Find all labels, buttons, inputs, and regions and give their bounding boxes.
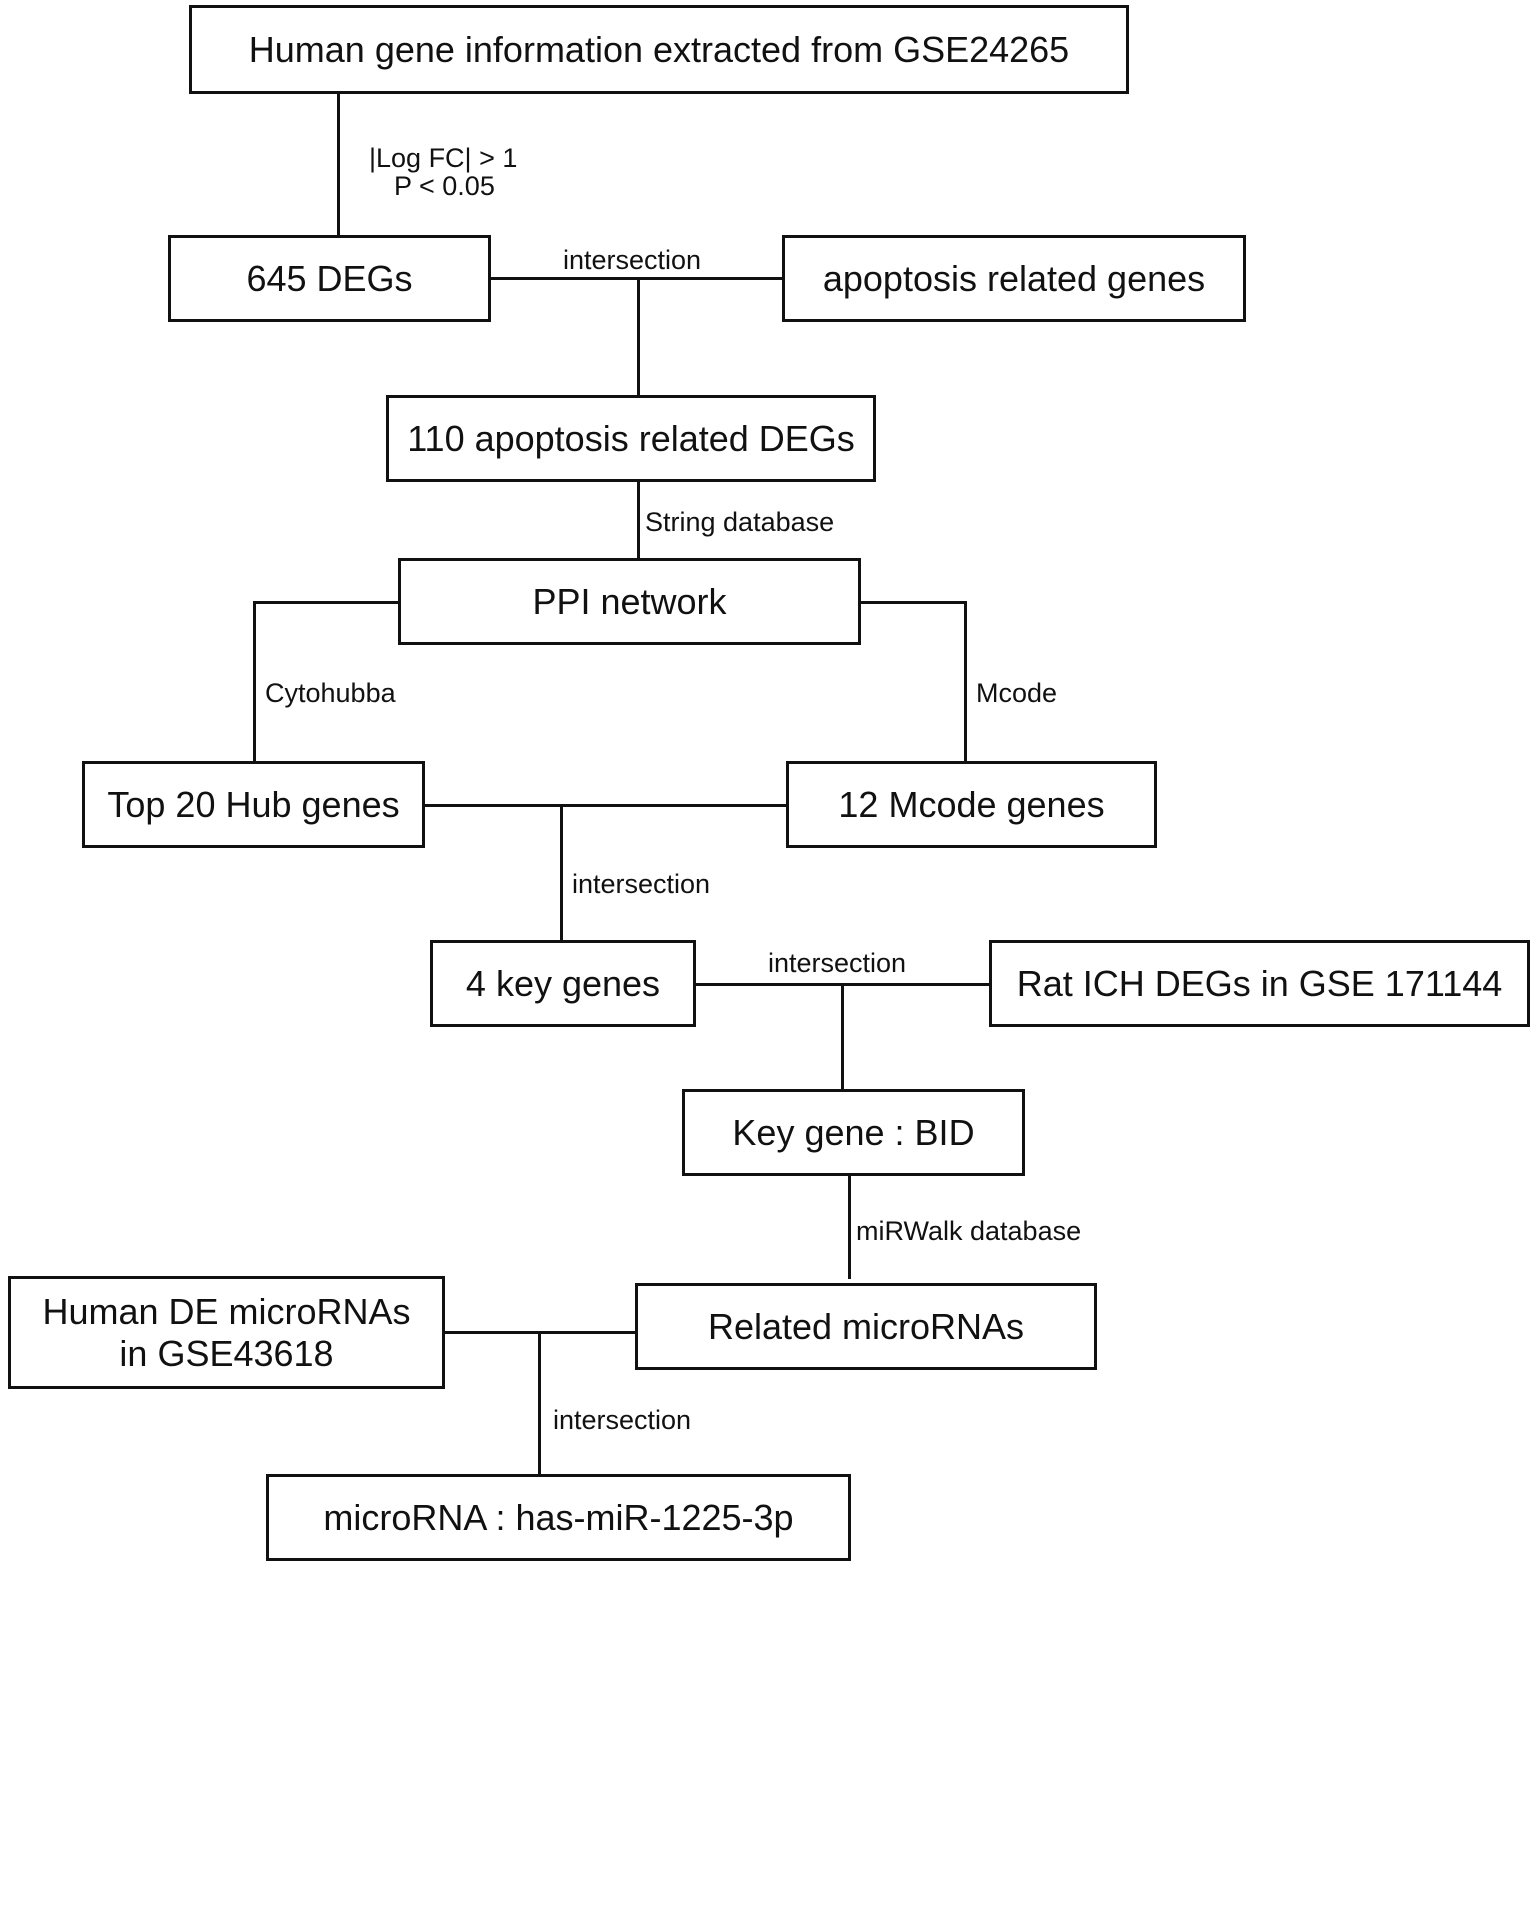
degs-node: 645 DEGs <box>168 235 491 322</box>
connector <box>560 804 563 942</box>
connector <box>841 983 844 1091</box>
connector <box>423 804 788 807</box>
connector <box>637 480 640 560</box>
connector <box>253 601 256 763</box>
connector <box>337 92 340 238</box>
rat-degs-node: Rat ICH DEGs in GSE 171144 <box>989 940 1530 1027</box>
intersection-label: intersection <box>768 948 907 978</box>
related-mirna-node: Related microRNAs <box>635 1283 1097 1370</box>
mcode-genes-node: 12 Mcode genes <box>786 761 1157 848</box>
string-database-label: String database <box>645 507 835 537</box>
intersection-label: intersection <box>563 245 702 275</box>
key-genes-node: 4 key genes <box>430 940 696 1027</box>
mirwalk-database-label: miRWalk database <box>856 1216 1082 1246</box>
source-node: Human gene information extracted from GS… <box>189 5 1129 94</box>
human-mirna-node: Human DE microRNAs in GSE43618 <box>8 1276 445 1389</box>
connector <box>637 277 640 396</box>
key-gene-bid-node: Key gene : BID <box>682 1089 1025 1176</box>
mcode-label: Mcode <box>976 678 1058 708</box>
connector <box>489 277 784 280</box>
apoptosis-genes-node: apoptosis related genes <box>782 235 1246 322</box>
filter-label-2: P < 0.05 <box>394 171 495 201</box>
cytohubba-label: Cytohubba <box>265 678 396 708</box>
connector <box>964 601 967 763</box>
apoptosis-degs-node: 110 apoptosis related DEGs <box>386 395 876 482</box>
ppi-network-node: PPI network <box>398 558 861 645</box>
hub-genes-node: Top 20 Hub genes <box>82 761 425 848</box>
human-mirna-line1: Human DE microRNAs <box>42 1291 411 1333</box>
connector <box>538 1331 541 1476</box>
connector <box>253 601 400 604</box>
filter-label-1: |Log FC| > 1 <box>369 143 518 173</box>
final-mirna-node: microRNA : has-miR-1225-3p <box>266 1474 851 1561</box>
connector <box>860 601 966 604</box>
intersection-label: intersection <box>553 1405 692 1435</box>
human-mirna-line2: in GSE43618 <box>119 1332 334 1374</box>
connector <box>848 1174 851 1279</box>
intersection-label: intersection <box>572 869 711 899</box>
